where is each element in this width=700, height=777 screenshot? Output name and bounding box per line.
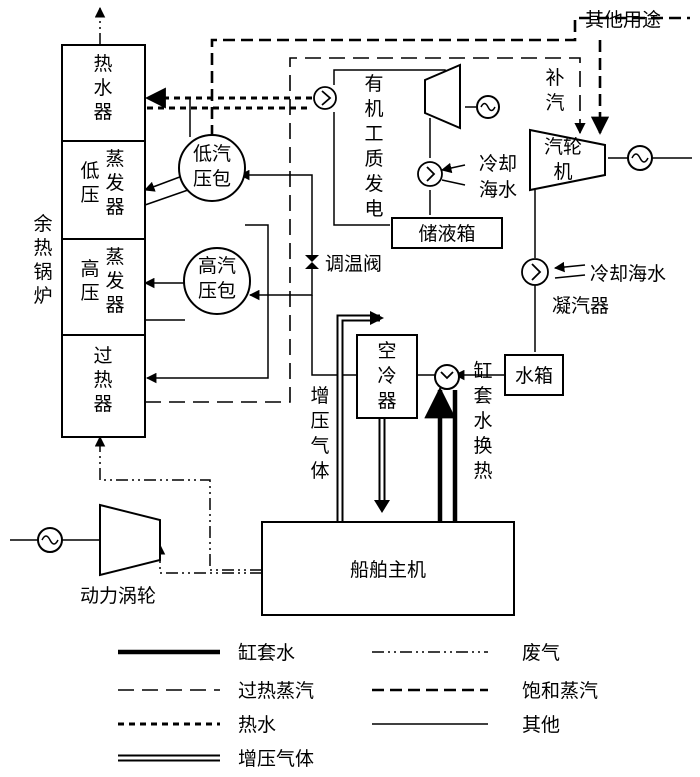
charge-air-up-inner [338, 316, 376, 522]
orc-cooling-out-line [441, 179, 466, 186]
orc-cooling-label: 冷却海水 [479, 153, 517, 201]
main-engine-label: 船舶主机 [350, 559, 426, 581]
steam-condenser-icon [521, 258, 549, 286]
storage-tank [391, 217, 503, 249]
storage-tank-label: 储液箱 [418, 223, 475, 245]
legend-other-label: 其他 [522, 714, 560, 736]
valve-to-high-drum-line [248, 268, 313, 301]
low-pressure-drum [178, 134, 246, 202]
air-cooler-label: 空冷器 [377, 340, 396, 412]
low-drum-label: 低汽压包 [193, 143, 231, 190]
steam-cooling-out-line [554, 274, 586, 279]
legend-exhaust-label: 废气 [522, 642, 560, 664]
hp-evap-label: 高压蒸发器 [80, 246, 124, 316]
legend-superheated-label: 过热蒸汽 [238, 680, 314, 702]
superheater-label: 过热器 [93, 345, 112, 415]
makeup-steam-label: 补汽 [545, 67, 564, 114]
charge-air-down-arrow [374, 500, 390, 513]
valve-to-low-drum-line [238, 169, 313, 255]
other-use-label: 其他用途 [585, 9, 661, 31]
power-turbine-label: 动力涡轮 [80, 585, 156, 607]
temp-valve-icon [305, 255, 319, 269]
high-pressure-drum [183, 247, 251, 315]
low-evap-return-line [144, 189, 189, 206]
orc-return-line [333, 112, 390, 226]
legend-hotwater-label: 热水 [238, 714, 276, 736]
orc-evaporator-icon [313, 86, 337, 110]
jacket-hx-label: 缸套水换热 [473, 360, 492, 482]
charge-air-arrow [370, 311, 384, 325]
air-cooler [356, 334, 418, 419]
superheated-steam-line [145, 57, 586, 403]
lp-evap-label: 低压蒸发器 [80, 148, 124, 218]
heater-label: 热水器 [93, 53, 112, 123]
orc-label: 有机工质发电 [364, 73, 383, 220]
charge-air-label: 增压气体 [310, 385, 329, 482]
exhaust-to-turbine-line [154, 543, 262, 574]
steam-cooling-label: 冷却海水 [590, 263, 666, 285]
temp-valve-label: 调温阀 [325, 253, 382, 275]
steam-turbine [529, 128, 606, 192]
boiler-body [61, 44, 146, 438]
orc-expander [424, 63, 461, 130]
legend-saturated-label: 饱和蒸汽 [522, 680, 598, 702]
legend-jacket-label: 缸套水 [238, 642, 295, 664]
orc-condenser-icon [417, 161, 443, 187]
high-drum-to-superheater-line [145, 224, 269, 384]
exhaust-to-boiler-line [94, 435, 262, 571]
orc-cooling-in-line [440, 162, 466, 174]
waste-heat-boiler [61, 44, 146, 438]
power-turbine [99, 503, 161, 577]
saturated-steam-line [210, 16, 690, 137]
condenser-label: 凝汽器 [552, 295, 609, 317]
boiler-label: 余热锅炉 [33, 213, 52, 307]
water-tank-label: 水箱 [515, 365, 553, 387]
steam-cooling-in-line [553, 261, 586, 273]
ship-main-engine [261, 521, 515, 616]
high-drum-label: 高汽压包 [198, 255, 236, 302]
water-tank [504, 354, 564, 396]
legend-chargeair-label: 增压气体 [238, 748, 314, 770]
low-drum-to-evap-line [144, 174, 186, 192]
turbine-label: 汽轮机 [544, 136, 582, 183]
legend: 缸套水 废气 过热蒸汽 饱和蒸汽 热水 其他 增压气体 [118, 642, 598, 770]
